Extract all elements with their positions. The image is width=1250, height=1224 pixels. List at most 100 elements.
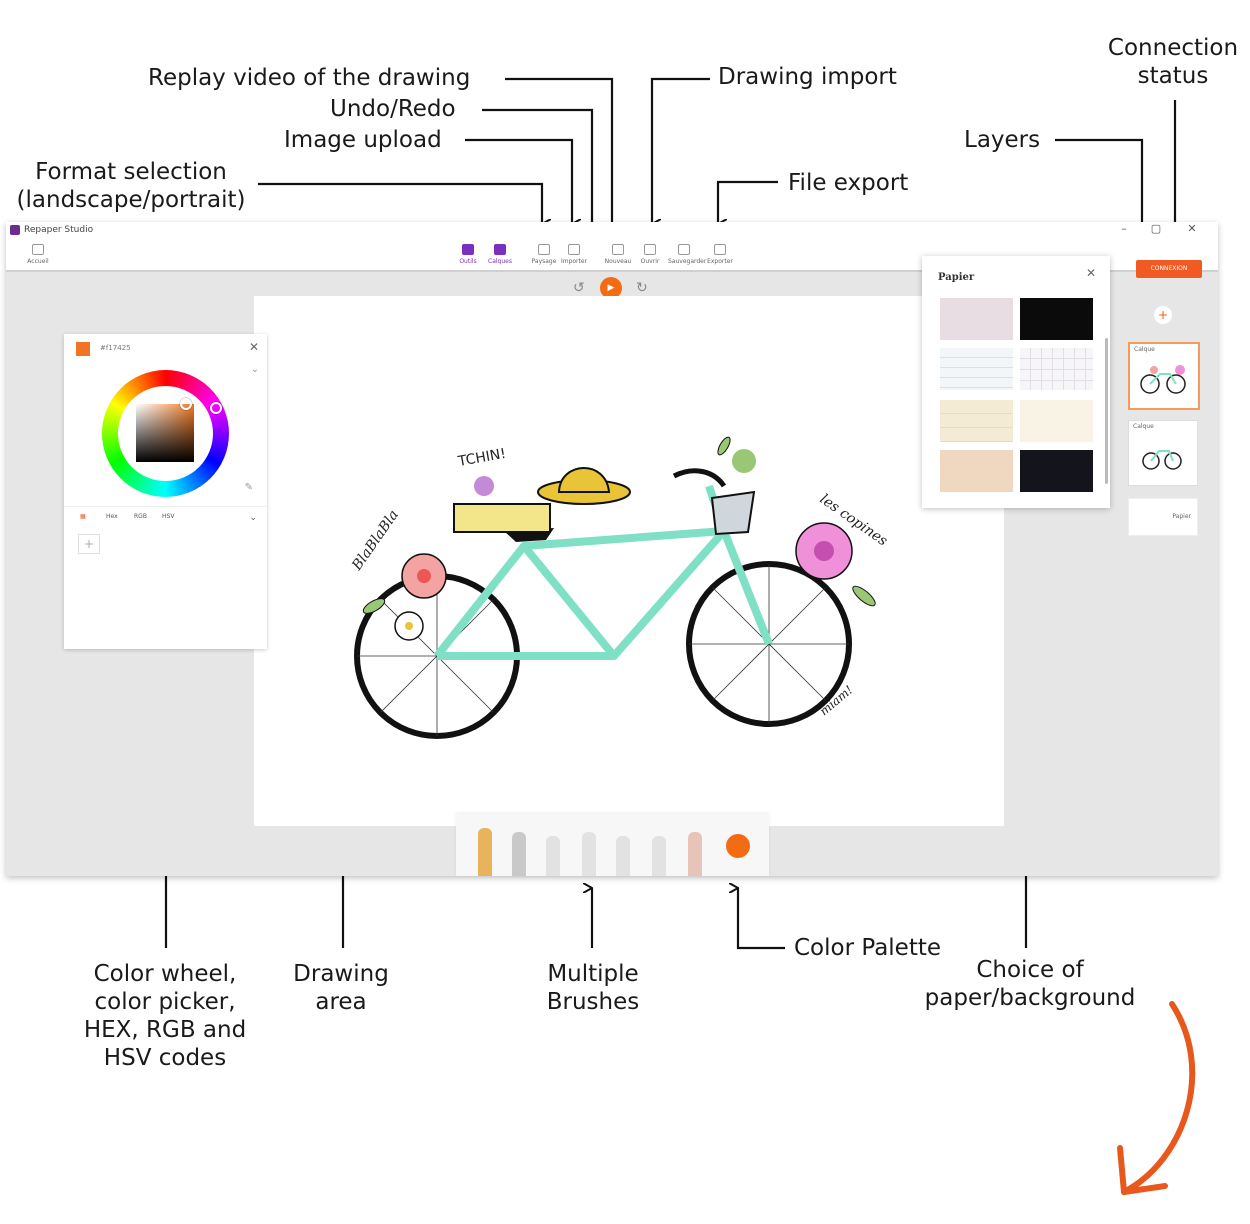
marker-brush[interactable] (546, 836, 560, 876)
color-palette-button[interactable] (726, 834, 750, 858)
paper-tile[interactable] (1020, 348, 1093, 390)
label-undo-redo: Undo/Redo (330, 96, 456, 122)
tab-hsv[interactable]: HSV (162, 513, 175, 520)
tools-label: Outils (459, 258, 477, 265)
ink-brush[interactable] (616, 836, 630, 876)
label-line: color picker, (94, 989, 236, 1015)
label-line: Brushes (546, 989, 640, 1015)
close-window-icon[interactable]: ✕ (1187, 222, 1197, 235)
label-line: HSV codes (103, 1045, 227, 1071)
label-color-wheel: Color wheel, color picker, HEX, RGB and … (70, 960, 260, 1072)
label-line: Drawing (293, 961, 389, 987)
label-layers: Layers (964, 127, 1041, 153)
layer-thumbnail (1140, 365, 1186, 394)
paper-tile[interactable] (940, 348, 1013, 390)
paper-layer[interactable]: Papier (1128, 498, 1198, 536)
add-color-button[interactable]: + (78, 534, 100, 554)
grid-icon[interactable]: ▦ (80, 513, 86, 520)
paper-tile[interactable] (1020, 400, 1093, 442)
home-label: Accueil (27, 258, 49, 265)
label-line: Multiple (547, 961, 639, 987)
color-picker-panel: #f17425 ✕ ⌄ ✎ ▦ Hex RGB HSV ⌄ + (64, 334, 267, 649)
close-icon[interactable]: ✕ (1085, 266, 1096, 280)
label-connection-status-line1: Connection (1107, 35, 1239, 61)
layer-thumbnail (1142, 450, 1182, 470)
tabs-chevron-icon[interactable]: ⌄ (249, 513, 257, 523)
open-button[interactable]: Ouvrir (634, 244, 666, 265)
folder-icon (644, 244, 656, 255)
chevron-down-icon[interactable]: ⌄ (250, 364, 259, 375)
format-button[interactable]: Paysage (528, 244, 560, 265)
label-image-upload: Image upload (284, 127, 442, 153)
svg-text:BlaBlaBla: BlaBlaBla (349, 507, 402, 574)
redo-icon[interactable]: ↻ (636, 280, 648, 296)
home-icon (32, 244, 44, 255)
label-replay-video: Replay video of the drawing (148, 65, 471, 91)
graphite-brush[interactable] (512, 832, 526, 876)
undo-icon[interactable]: ↺ (573, 280, 585, 296)
label-connection-status-line2: status (1137, 63, 1209, 89)
tab-rgb[interactable]: RGB (134, 513, 147, 520)
maximize-icon[interactable]: ▢ (1150, 222, 1162, 235)
label-drawing-import: Drawing import (718, 64, 897, 90)
new-button[interactable]: Nouveau (602, 244, 634, 265)
label-paper-choice: Choice of paper/background (905, 956, 1155, 1012)
hue-handle[interactable] (210, 402, 222, 414)
paper-tile[interactable] (940, 298, 1013, 340)
tools-tab[interactable]: Outils (452, 244, 484, 265)
replay-play-icon[interactable]: ▶ (600, 277, 622, 299)
export-button[interactable]: Exporter (704, 244, 736, 265)
current-color-swatch[interactable] (76, 342, 90, 356)
label-file-export: File export (788, 170, 909, 196)
add-layer-button[interactable]: + (1154, 306, 1172, 324)
label-line: area (315, 989, 367, 1015)
eyedropper-icon[interactable]: ✎ (244, 482, 253, 493)
tab-hex[interactable]: Hex (106, 513, 118, 520)
label-line: Color wheel, (93, 961, 237, 987)
layer-item[interactable]: Calque (1128, 420, 1198, 486)
paper-tile[interactable] (940, 450, 1013, 492)
connexion-button[interactable]: CONNEXION (1136, 260, 1202, 278)
bicycle-illustration: TCHIN! BlaBlaBla les copines miam! (349, 436, 890, 739)
fineliner-brush[interactable] (582, 832, 596, 876)
eraser-brush[interactable] (688, 832, 702, 876)
label-color-palette: Color Palette (794, 935, 942, 961)
new-file-icon (612, 244, 624, 255)
brush-toolbar (456, 814, 769, 876)
layer-name: Calque (1134, 346, 1155, 353)
label-line: paper/background (924, 985, 1136, 1011)
paper-tile[interactable] (940, 400, 1013, 442)
label-connection-status: Connection status (1100, 34, 1246, 90)
close-icon[interactable]: ✕ (248, 340, 259, 354)
saturation-handle[interactable] (180, 398, 192, 410)
minimize-icon[interactable]: – (1121, 222, 1127, 235)
layers-icon (494, 244, 506, 255)
scrollbar[interactable] (1105, 338, 1108, 484)
orange-curve-arrow-icon (1117, 1001, 1196, 1195)
app-title: Repaper Studio (24, 225, 94, 235)
label-drawing-area: Drawing area (270, 960, 412, 1016)
paper-panel: Papier ✕ (922, 256, 1110, 508)
app-window: Repaper Studio – ▢ ✕ Accueil Outils Calq… (6, 222, 1218, 876)
layer-item[interactable]: Calque (1128, 342, 1200, 410)
save-icon (678, 244, 690, 255)
pencil-brush[interactable] (478, 828, 492, 876)
layers-tab-label: Calques (488, 258, 512, 265)
drawing-canvas[interactable]: TCHIN! BlaBlaBla les copines miam! (254, 296, 1004, 826)
export-icon (714, 244, 726, 255)
paper-tile[interactable] (1020, 298, 1093, 340)
saturation-value-square[interactable] (136, 404, 194, 462)
home-button[interactable]: Accueil (22, 244, 54, 265)
save-button[interactable]: Sauvegarder (668, 244, 706, 265)
layer-name: Calque (1133, 423, 1154, 430)
paper-tile[interactable] (1020, 450, 1093, 492)
image-icon (568, 244, 580, 255)
paper-panel-title: Papier (938, 272, 975, 283)
airbrush-brush[interactable] (652, 836, 666, 876)
layers-tab[interactable]: Calques (484, 244, 516, 265)
image-upload-button[interactable]: Importer (558, 244, 590, 265)
label-format-selection: Format selection (landscape/portrait) (10, 158, 252, 214)
svg-text:TCHIN!: TCHIN! (456, 446, 507, 470)
label-multiple-brushes: Multiple Brushes (520, 960, 666, 1016)
tools-icon (462, 244, 474, 255)
